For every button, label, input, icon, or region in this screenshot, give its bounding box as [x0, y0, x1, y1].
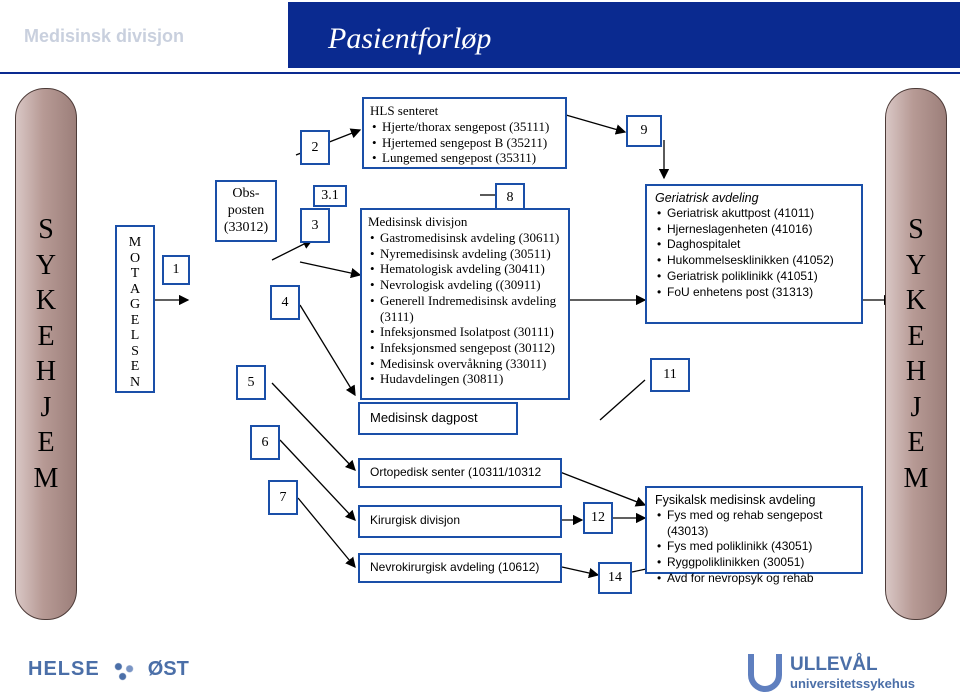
step-4: 4	[270, 285, 300, 320]
helse-ost-logo: HELSE ØST	[28, 658, 228, 688]
step-5: 5	[236, 365, 266, 400]
division-label: Medisinsk divisjon	[24, 26, 185, 46]
arrow-6-to-kirurg	[279, 439, 356, 521]
arrow-5-to-orto	[271, 382, 356, 471]
header-left: Medisinsk divisjon	[0, 0, 285, 72]
ortopedisk-senter-box: Ortopedisk senter (10311/10312	[358, 458, 562, 488]
arrow-4-to-dagpost	[299, 304, 356, 397]
arrow-3-to-med	[299, 261, 362, 279]
obsposten-box: Obs- posten (33012)	[215, 180, 277, 242]
helse-ost-dots-icon	[109, 660, 138, 683]
kirurgisk-divisjon-box: Kirurgisk divisjon	[358, 505, 562, 538]
step-1: 1	[162, 255, 190, 285]
arrow-orto-to-fys	[559, 471, 647, 507]
hls-senteret-box: HLS senteret Hjerte/thorax sengepost (35…	[362, 97, 567, 169]
step-7: 7	[268, 480, 298, 515]
header-banner: Pasientforløp	[288, 2, 960, 68]
medisinsk-dagpost-box: Medisinsk dagpost	[358, 402, 518, 435]
fysikalsk-medisinsk-box: Fysikalsk medisinsk avdeling Fys med og …	[645, 486, 863, 586]
header-divider	[0, 72, 960, 74]
arrow-11-line	[599, 379, 646, 421]
arrow-hls-to-9	[565, 114, 627, 135]
step-3: 3	[300, 208, 330, 243]
step-2: 2	[300, 130, 330, 165]
arrow-7-to-nevro	[297, 497, 356, 569]
ulleval-logo: ULLEVÅL universitetssykehus	[748, 650, 948, 695]
step-6: 6	[250, 425, 280, 460]
page-title: Pasientforløp	[328, 22, 492, 55]
arrow-obs-to-med	[271, 239, 314, 261]
step-12: 12	[583, 502, 613, 534]
step-14: 14	[598, 562, 632, 594]
step-9: 9	[626, 115, 662, 147]
medisinsk-divisjon-box: Medisinsk divisjon Gastromedisinsk avdel…	[360, 208, 570, 400]
arrow-nevro-to-14	[561, 566, 600, 579]
ulleval-u-icon	[748, 654, 782, 692]
nevrokirurgisk-box: Nevrokirurgisk avdeling (10612)	[358, 553, 562, 583]
geriatrisk-avdeling-box: Geriatrisk avdeling Geriatrisk akuttpost…	[645, 184, 863, 324]
step-3-1: 3.1	[313, 185, 347, 207]
step-11: 11	[650, 358, 690, 392]
